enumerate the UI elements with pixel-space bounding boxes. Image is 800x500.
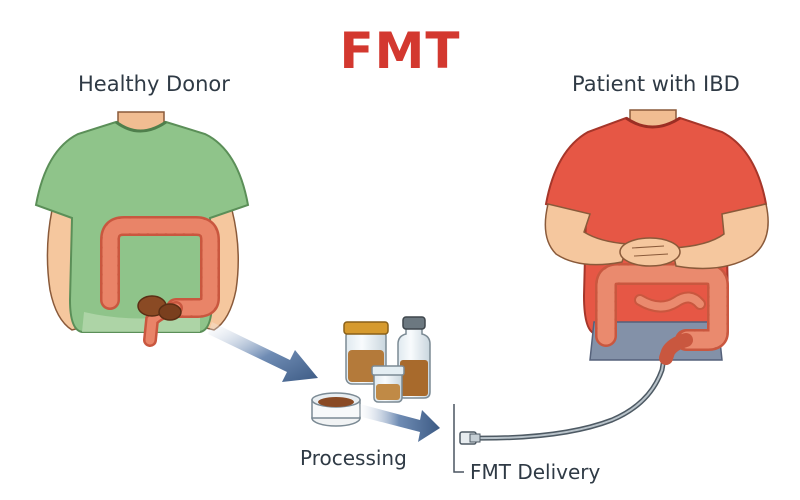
patient-colon <box>597 265 727 349</box>
processing-label: Processing <box>300 446 407 470</box>
syringe-connector-ring <box>469 433 481 443</box>
donor-colon <box>102 218 218 316</box>
patient-label: Patient with IBD <box>572 72 740 96</box>
jar-small-contents <box>376 384 400 400</box>
bottle-contents <box>400 360 428 396</box>
patient-hands <box>619 237 681 267</box>
patient-fingers <box>631 245 669 257</box>
patient-left-arm <box>544 203 630 266</box>
donor-collar <box>115 120 167 133</box>
delivery-bracket <box>453 404 464 473</box>
patient-rectum <box>659 333 693 365</box>
processing-to-delivery-arrow <box>358 404 440 442</box>
jar-small-lid <box>371 365 405 376</box>
bottle-cap <box>402 316 426 330</box>
donor-figure <box>34 111 250 347</box>
delivery-label: FMT Delivery <box>470 460 601 484</box>
patient-figure <box>544 109 769 365</box>
jar-left-lid <box>343 321 389 335</box>
delivery-tube-highlight <box>465 345 667 440</box>
dish-contents <box>318 397 354 407</box>
donor-stool-2 <box>158 303 182 321</box>
diagram-title: FMT <box>339 22 461 80</box>
patient-collar <box>625 116 681 129</box>
donor-to-processing-arrow <box>208 322 318 382</box>
processing-containers <box>311 316 431 427</box>
patient-small-intestine-inner <box>636 293 704 311</box>
patient-right-arm <box>671 203 769 270</box>
donor-label: Healthy Donor <box>78 72 230 96</box>
